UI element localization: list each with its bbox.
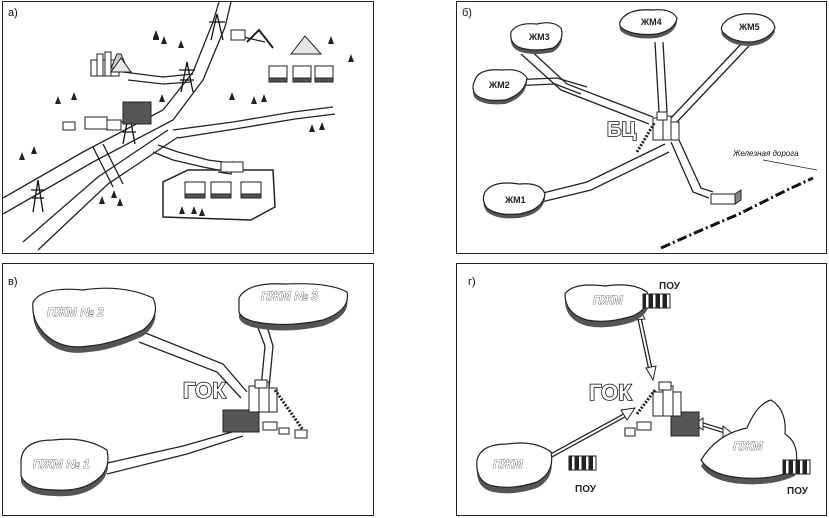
zhm1-label: ЖМ1 (504, 195, 526, 205)
deposit-pzhm-left: ПЖМ (476, 442, 553, 494)
haul-roads (508, 41, 750, 206)
deposit-pzhm-right: ПЖМ (700, 399, 798, 485)
pou-unit-icon (568, 293, 811, 475)
deposit-pzhm1: ПЖМ № 1 (20, 438, 109, 497)
deposit-zhm3: ЖМ3 (510, 22, 563, 54)
deposit-pzhm-top: ПЖМ (564, 284, 649, 328)
railway-label: Железная дорога (732, 149, 799, 158)
loading-station-icon (710, 189, 742, 205)
tree-icon (19, 30, 354, 216)
pzhm-right-label: ПЖМ (733, 439, 764, 453)
panel-d-label: г) (468, 276, 476, 288)
panel-b-scheme: ЖМ3 ЖМ4 ЖМ5 ЖМ2 ЖМ1 Б (472, 9, 818, 250)
pzhm3-label: ПЖМ № 3 (261, 289, 318, 303)
zhm2-label: ЖМ2 (488, 80, 510, 90)
haul-roads (102, 319, 274, 475)
factory-icon (62, 28, 274, 131)
deposit-zhm1: ЖМ1 (482, 182, 546, 219)
gok-center-label: ГОК (183, 378, 226, 403)
deposit-zhm4: ЖМ4 (619, 9, 678, 39)
bc-center-label: БЦ (607, 119, 636, 141)
pou-top-label: ПОУ (659, 281, 681, 292)
zhm5-label: ЖМ5 (738, 22, 760, 32)
panel-b-label: б) (462, 7, 472, 19)
pou-right-label: ПОУ (787, 486, 809, 497)
panel-c: в) ПЖМ № 2 ПЖМ № 3 ПЖМ № 1 (2, 263, 374, 516)
deposit-zhm2: ЖМ2 (472, 69, 528, 105)
panel-d-scheme: ПЖМ ПЖМ ПЖМ (476, 281, 811, 497)
power-tower-icon (31, 13, 225, 213)
deposit-zhm5: ЖМ5 (720, 13, 776, 46)
railway-leader (762, 159, 818, 171)
pzhm-top-label: ПЖМ (593, 293, 624, 307)
plant-icon (222, 379, 308, 439)
panel-c-label: в) (8, 276, 18, 288)
railway-line (660, 176, 814, 250)
panel-a-scheme (3, 2, 354, 251)
panel-a: а) (2, 1, 374, 254)
pzhm2-label: ПЖМ № 2 (47, 305, 104, 319)
deposit-pzhm3: ПЖМ № 3 (238, 283, 349, 331)
fenced-compound (162, 161, 276, 221)
pzhm-left-label: ПЖМ (493, 457, 524, 471)
deposit-pzhm2: ПЖМ № 2 (32, 287, 156, 353)
panel-c-scheme: ПЖМ № 2 ПЖМ № 3 ПЖМ № 1 ГОК (20, 283, 349, 497)
panel-b: б) ЖМ3 ЖМ4 (456, 1, 827, 254)
stockpile-icon (110, 35, 323, 73)
pou-left-label: ПОУ (575, 484, 597, 495)
double-arrow-icon (531, 306, 734, 467)
panel-a-label: а) (8, 7, 18, 19)
pzhm1-label: ПЖМ № 1 (33, 457, 90, 471)
storage-blocks (268, 65, 334, 83)
panel-d: г) ПЖМ ПЖМ (456, 263, 827, 516)
plant-icon (624, 381, 700, 437)
gok-center-label: ГОК (589, 380, 632, 405)
zhm4-label: ЖМ4 (640, 17, 662, 27)
plant-icon (635, 111, 680, 153)
zhm3-label: ЖМ3 (528, 32, 550, 42)
